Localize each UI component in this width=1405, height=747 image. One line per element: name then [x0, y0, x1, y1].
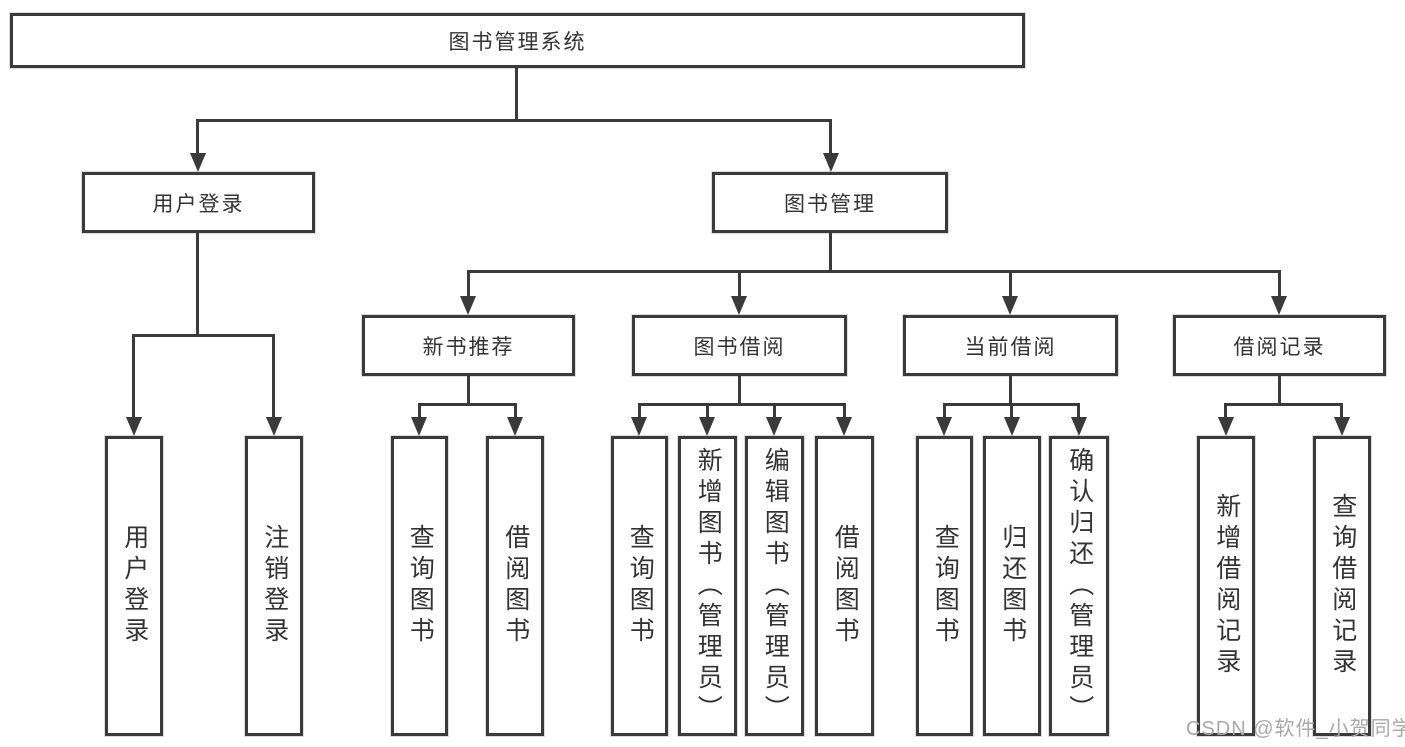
arrow-down-icon	[266, 417, 282, 436]
leaf-borrow-books-label: 借阅图书	[831, 524, 860, 648]
csdn-watermark: CSDN @软件_小贺同学	[1186, 718, 1405, 740]
connector-line	[1278, 373, 1281, 405]
node-user-login-label: 用户登录	[152, 192, 245, 216]
arrow-down-icon	[1218, 417, 1234, 436]
connector-line	[467, 373, 470, 405]
leaf-borrow-books-recommend: 借阅图书	[486, 436, 544, 736]
arrow-down-icon	[1002, 296, 1018, 315]
leaf-query-books-recommend: 查询图书	[391, 436, 448, 736]
leaf-logout: 注销登录	[245, 436, 303, 736]
connector-line	[773, 403, 776, 419]
arrow-down-icon	[766, 417, 782, 436]
leaf-edit-books-admin-label: 编辑图书（管理员）	[761, 446, 790, 726]
connector-line	[829, 231, 832, 272]
leaf-logout-label: 注销登录	[260, 524, 289, 648]
leaf-return-books-label: 归还图书	[998, 524, 1027, 648]
leaf-edit-books-admin: 编辑图书（管理员）	[745, 436, 804, 736]
leaf-add-borrow-record: 新增借阅记录	[1197, 436, 1255, 736]
connector-line	[638, 403, 846, 406]
connector-line	[272, 334, 275, 420]
connector-line	[1077, 403, 1080, 419]
leaf-query-books-borrow-label: 查询图书	[626, 524, 655, 648]
leaf-query-books-recommend-label: 查询图书	[406, 524, 435, 648]
connector-line	[1278, 270, 1281, 298]
leaf-confirm-return-admin: 确认归还（管理员）	[1049, 436, 1109, 736]
leaf-add-books-admin-label: 新增图书（管理员）	[694, 446, 723, 726]
connector-line	[1009, 270, 1012, 298]
connector-line	[515, 66, 518, 121]
node-user-login: 用户登录	[82, 172, 315, 233]
connector-line	[1009, 373, 1012, 405]
leaf-borrow-books: 借阅图书	[815, 436, 874, 736]
arrow-down-icon	[126, 417, 142, 436]
connector-line	[829, 119, 832, 156]
node-book-management-system-label: 图书管理系统	[448, 30, 587, 54]
node-book-management-system: 图书管理系统	[10, 13, 1025, 68]
leaf-query-books-current-label: 查询图书	[931, 524, 960, 648]
node-book-borrow-label: 图书借阅	[693, 335, 786, 359]
connector-line	[514, 403, 517, 419]
leaf-borrow-books-recommend-label: 借阅图书	[501, 524, 530, 648]
leaf-query-borrow-record: 查询借阅记录	[1313, 436, 1371, 736]
arrow-down-icon	[699, 417, 715, 436]
node-book-management-label: 图书管理	[784, 192, 876, 216]
connector-line	[418, 403, 516, 406]
connector-line	[196, 119, 199, 156]
arrow-down-icon	[1271, 296, 1287, 315]
node-current-borrow-label: 当前借阅	[964, 335, 1057, 359]
connector-line	[418, 403, 421, 419]
leaf-query-books-current: 查询图书	[916, 436, 973, 736]
connector-line	[1224, 403, 1343, 406]
connector-line	[738, 270, 741, 298]
arrow-down-icon	[836, 417, 852, 436]
node-book-borrow: 图书借阅	[632, 315, 847, 376]
connector-line	[638, 403, 641, 419]
arrow-down-icon	[631, 417, 647, 436]
arrow-down-icon	[190, 153, 206, 172]
connector-line	[1340, 403, 1343, 419]
connector-line	[706, 403, 709, 419]
node-new-book-recommend: 新书推荐	[362, 315, 575, 376]
node-borrow-records-label: 借阅记录	[1233, 335, 1326, 359]
connector-line	[1010, 403, 1013, 419]
connector-line	[943, 403, 946, 419]
connector-line	[467, 270, 470, 298]
connector-line	[738, 373, 741, 405]
leaf-query-borrow-record-label: 查询借阅记录	[1328, 493, 1357, 679]
leaf-add-borrow-record-label: 新增借阅记录	[1212, 493, 1241, 679]
node-new-book-recommend-label: 新书推荐	[422, 335, 515, 359]
node-current-borrow: 当前借阅	[903, 315, 1118, 376]
arrow-down-icon	[1071, 417, 1087, 436]
leaf-return-books: 归还图书	[983, 436, 1041, 736]
arrow-down-icon	[411, 417, 427, 436]
arrow-down-icon	[823, 153, 839, 172]
connector-line	[843, 403, 846, 419]
leaf-query-books-borrow: 查询图书	[611, 436, 668, 736]
arrow-down-icon	[507, 417, 523, 436]
connector-line	[132, 334, 275, 337]
leaf-user-login-label: 用户登录	[120, 524, 149, 648]
arrow-down-icon	[1004, 417, 1020, 436]
connector-line	[467, 270, 1281, 273]
leaf-confirm-return-admin-label: 确认归还（管理员）	[1065, 446, 1094, 726]
connector-line	[1224, 403, 1227, 419]
arrow-down-icon	[936, 417, 952, 436]
node-book-management: 图书管理	[712, 172, 948, 233]
arrow-down-icon	[731, 296, 747, 315]
node-borrow-records: 借阅记录	[1173, 315, 1386, 376]
leaf-user-login: 用户登录	[105, 436, 163, 736]
arrow-down-icon	[1334, 417, 1350, 436]
connector-line	[196, 231, 199, 336]
connector-line	[132, 334, 135, 420]
arrow-down-icon	[460, 296, 476, 315]
connector-line	[196, 119, 832, 122]
leaf-add-books-admin: 新增图书（管理员）	[678, 436, 737, 736]
